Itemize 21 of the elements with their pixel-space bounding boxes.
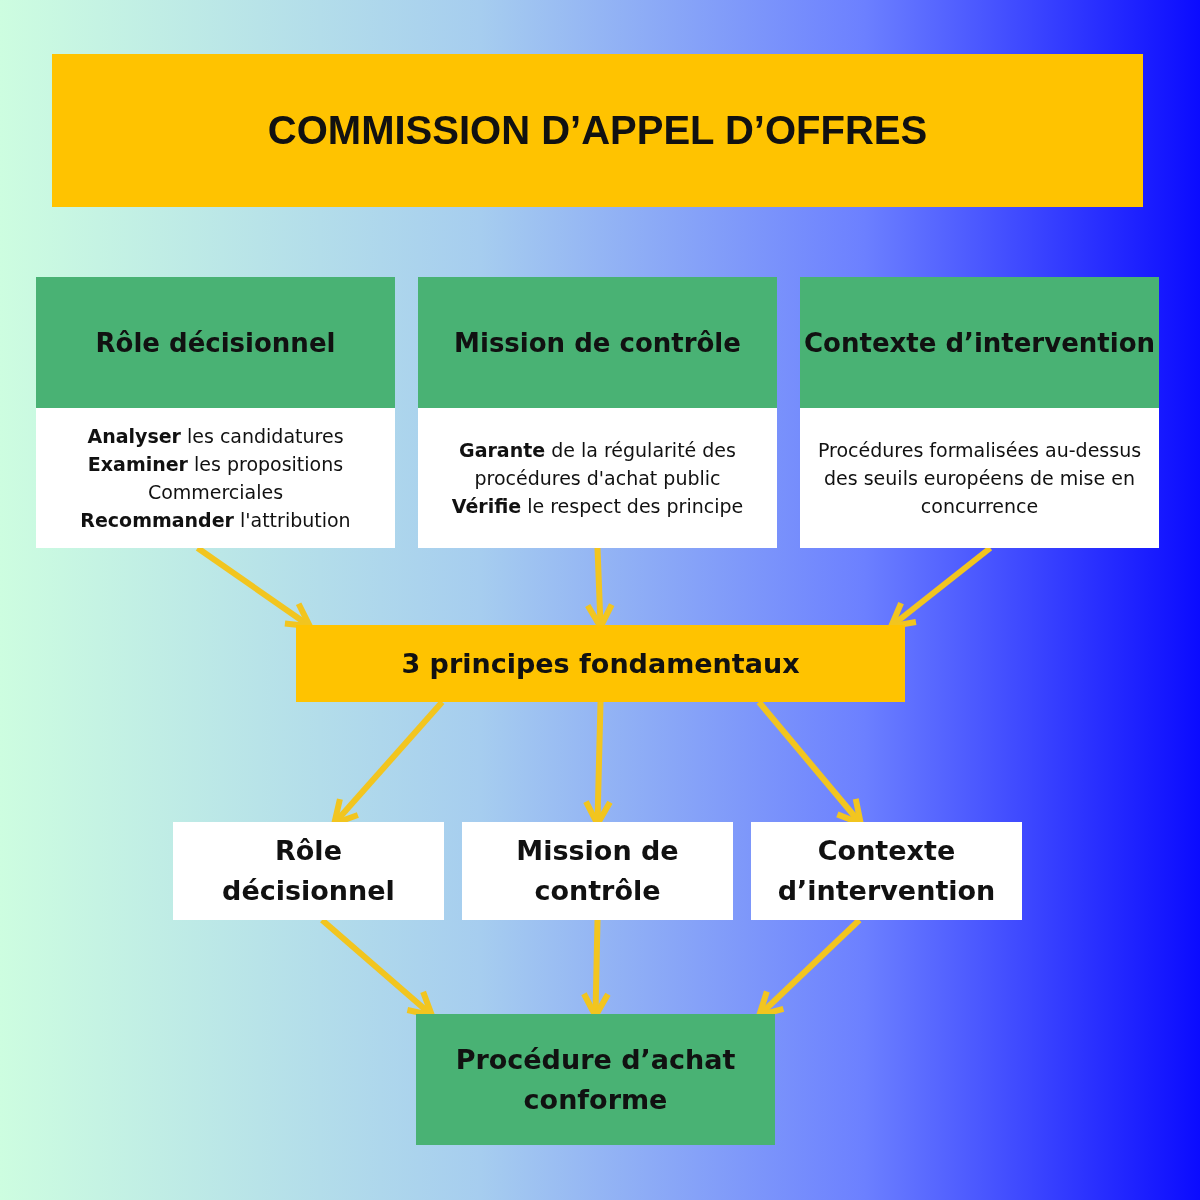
info-card xyxy=(800,277,1159,548)
box-label: Procédure d’achat conforme xyxy=(454,1042,737,1117)
principles-box xyxy=(296,625,905,702)
card-text: Vérifie le respect des principe xyxy=(451,494,744,519)
card-text: Analyser les candidatures xyxy=(87,424,344,449)
step-box xyxy=(751,822,1022,920)
card-text: Recommander l'attribution xyxy=(80,508,351,533)
step-box xyxy=(173,822,444,920)
title-text: COMMISSION D’APPEL D’OFFRES xyxy=(267,108,928,153)
card-text: Procédures formalisées au-dessus des seuils européens de mise en concurrence xyxy=(816,438,1143,519)
info-card xyxy=(36,277,395,548)
step-box xyxy=(462,822,733,920)
result-box xyxy=(416,1014,775,1145)
card-heading: Contexte d’intervention xyxy=(804,327,1155,358)
box-label: Contexte d’intervention xyxy=(776,834,997,908)
card-heading: Rôle décisionnel xyxy=(95,327,336,358)
box-label: Mission de contrôle xyxy=(515,834,680,908)
box-label: 3 principes fondamentaux xyxy=(401,646,800,681)
info-card xyxy=(418,277,777,548)
card-heading: Mission de contrôle xyxy=(454,327,741,358)
box-label: Rôle décisionnel xyxy=(221,834,396,908)
